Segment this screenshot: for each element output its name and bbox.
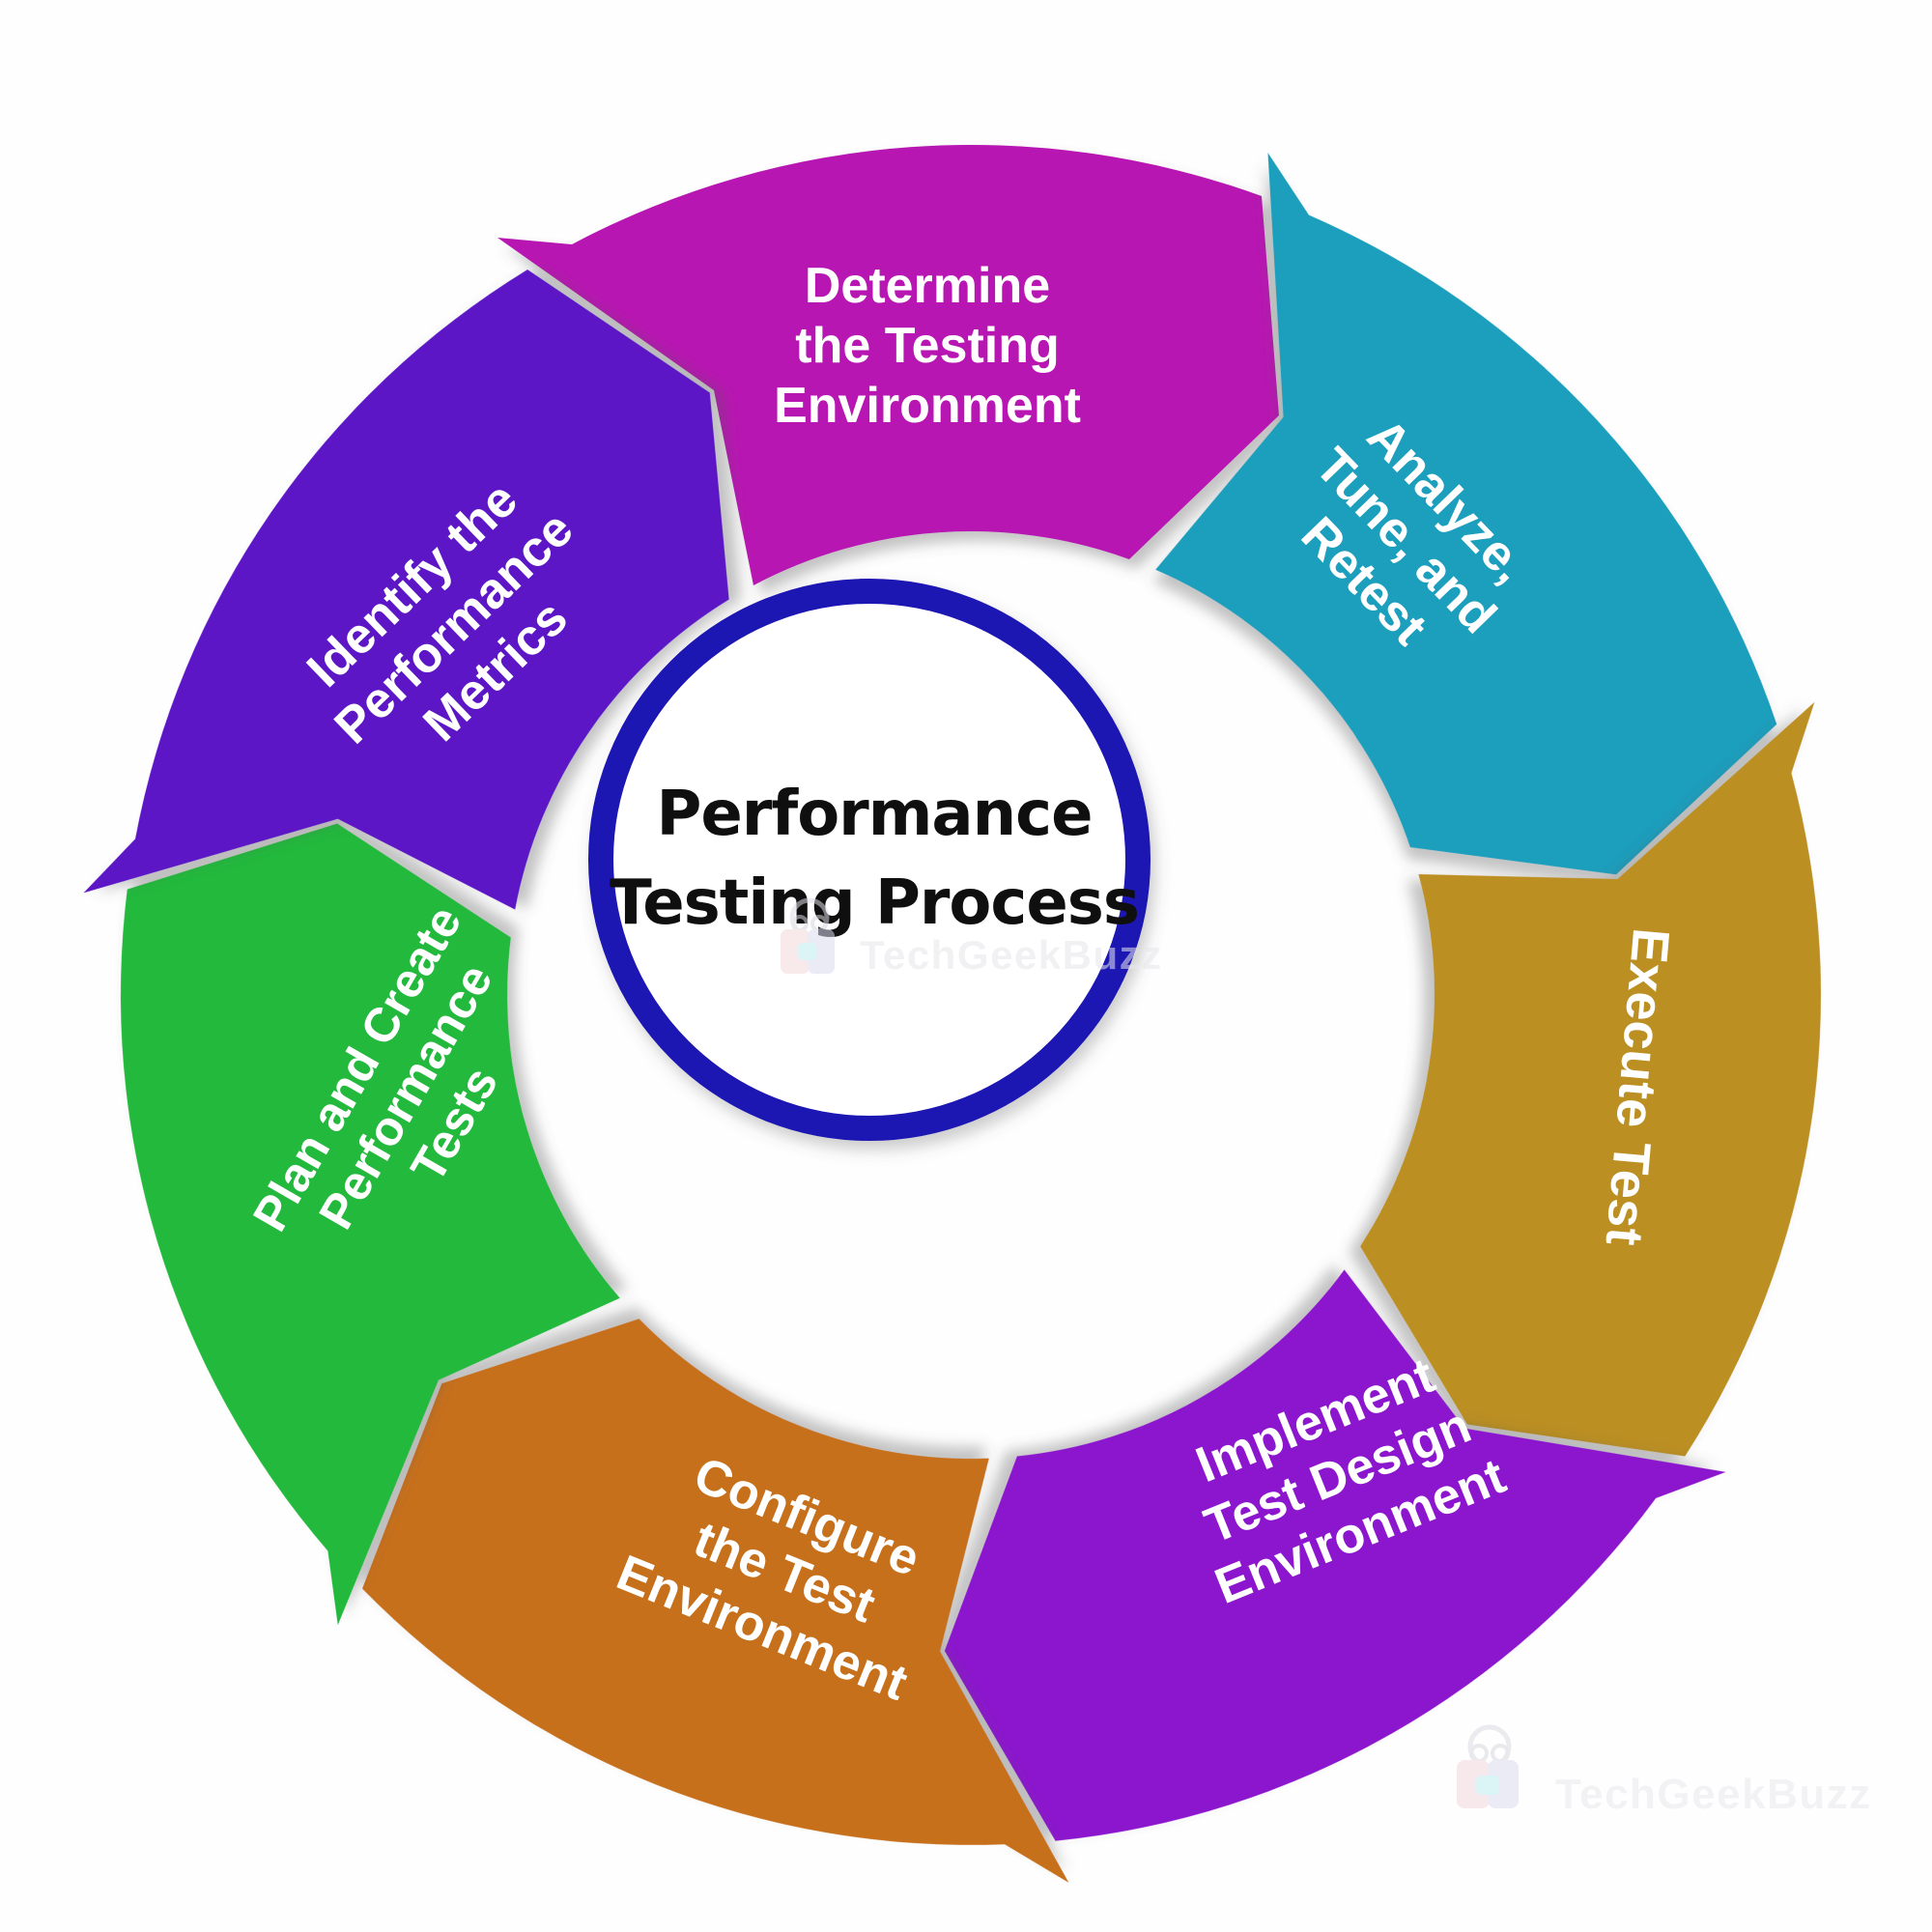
techgeekbuzz-logo-icon xyxy=(781,897,835,974)
segment-label-line: the Testing xyxy=(795,318,1059,374)
watermark-text: TechGeekBuzz xyxy=(1555,1771,1872,1818)
segment-label-determine-testing-environment: Determine the Testing Environment xyxy=(774,258,1081,434)
diagram-title-line2: Testing Process xyxy=(610,867,1139,939)
segment-label-line: Determine xyxy=(805,258,1050,314)
watermark-text: TechGeekBuzz xyxy=(860,932,1163,978)
segment-label-line: Environment xyxy=(774,378,1081,434)
watermark-center: TechGeekBuzz xyxy=(781,897,1163,978)
diagram-title-line1: Performance xyxy=(656,779,1092,850)
techgeekbuzz-logo-icon xyxy=(1457,1724,1519,1808)
watermark-bottom-right: TechGeekBuzz xyxy=(1457,1724,1872,1818)
center-circle xyxy=(588,579,1151,1141)
